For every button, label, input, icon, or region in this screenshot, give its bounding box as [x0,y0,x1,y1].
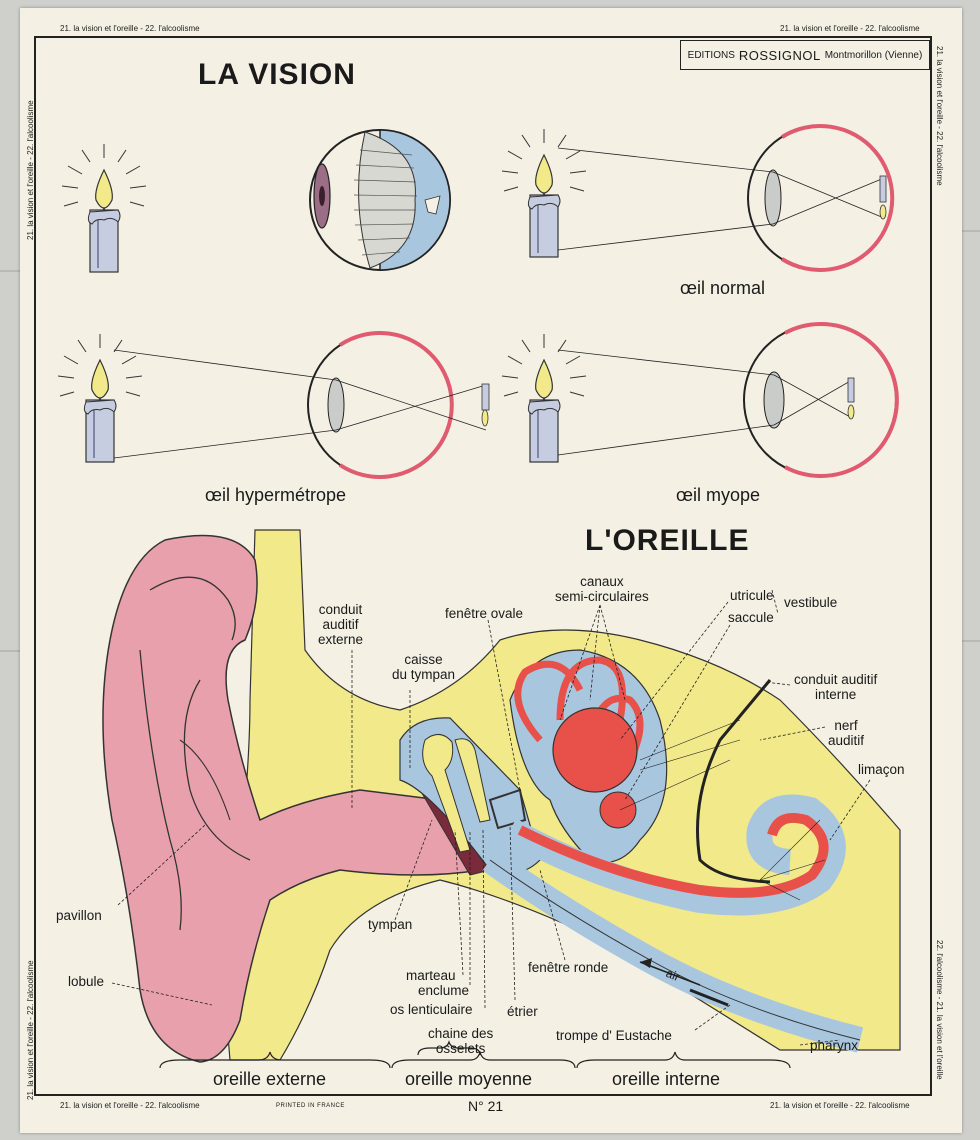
caption-hyperope-eye: œil hypermétrope [205,485,347,505]
margin-top-right: 21. la vision et l'oreille - 22. l'alcoo… [780,24,920,33]
label-nerf-auditif: nerf auditif [828,718,865,748]
eye-myope-diagram [557,322,899,478]
label-limacon: limaçon [858,762,905,777]
label-leaders [111,589,871,1046]
label-fenetre-ovale: fenêtre ovale [445,606,524,621]
label-conduit-externe: conduit auditif externe [318,602,364,647]
margin-top-left: 21. la vision et l'oreille - 22. l'alcoo… [60,24,200,33]
label-marteau: marteau [406,968,456,983]
floor-tile-seam [962,230,980,232]
publisher-brand: ROSSIGNOL [738,47,821,63]
label-trompe-eustache: trompe d' Eustache [556,1028,672,1043]
label-fenetre-ronde: fenêtre ronde [528,960,609,975]
label-vestibule: vestibule [784,595,838,610]
vision-title: LA VISION [198,58,356,91]
label-saccule: saccule [728,610,774,625]
label-enclume: enclume [418,983,470,998]
poster-frame [34,36,932,1096]
label-pavillon: pavillon [56,908,102,923]
label-lobule: lobule [68,974,105,989]
label-conduit-interne: conduit auditif interne [794,672,878,702]
label-pharynx: pharynx [810,1038,859,1053]
publisher-city: Montmorillon (Vienne) [824,49,923,61]
publisher-prefix: EDITIONS [687,49,735,61]
label-utricule: utricule [730,588,774,603]
candle-icon [501,128,587,258]
label-tympan: tympan [368,917,413,932]
margin-bottom-left: 21. la vision et l'oreille - 22. l'alcoo… [60,1101,200,1110]
floor-tile-seam [0,650,20,652]
label-etrier: étrier [507,1004,538,1019]
label-chaine-osselets: chaine des osselets [428,1026,494,1056]
label-caisse-tympan: caisse du tympan [392,652,456,682]
anatomical-eye [309,129,451,271]
printed-in-france: PRINTED IN FRANCE [276,1103,345,1109]
region-braces [159,1040,791,1069]
caption-normal-eye: œil normal [680,278,766,298]
caption-myope-eye: œil myope [676,485,761,505]
eye-hyperope-diagram [113,331,490,479]
candle-icon [61,143,147,273]
candle-icon [57,333,143,463]
floor-tile-seam [962,640,980,642]
publisher-box: EDITIONS ROSSIGNOL Montmorillon (Vienne) [680,40,930,70]
ear-cross-section [102,529,901,1063]
eye-normal-diagram [557,124,895,272]
label-canaux: canaux semi-circulaires [555,574,649,604]
candle-icon [501,333,587,463]
region-oreille-moyenne: oreille moyenne [405,1069,533,1089]
region-oreille-externe: oreille externe [213,1069,327,1089]
region-oreille-interne: oreille interne [612,1069,721,1089]
floor-tile-seam [0,270,20,272]
margin-bottom-right: 21. la vision et l'oreille - 22. l'alcoo… [770,1101,910,1110]
label-os-lenticulaire: os lenticulaire [390,1002,473,1017]
poster-number: N° 21 [468,1098,504,1114]
ear-title: L'OREILLE [585,524,750,557]
